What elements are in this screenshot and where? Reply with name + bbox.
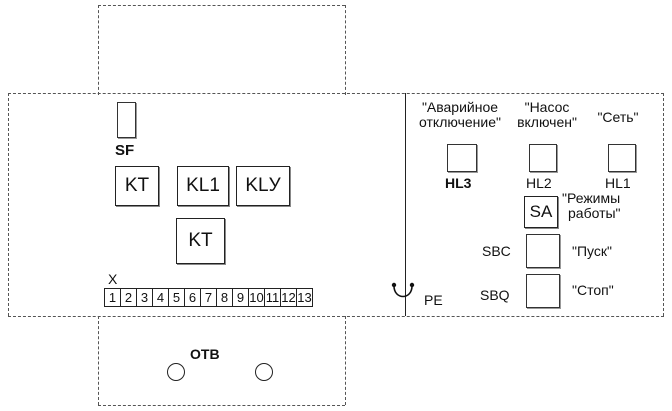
lamp-hl2 xyxy=(529,144,557,172)
lamp-hl3 xyxy=(447,144,477,172)
panel-left-edge xyxy=(8,93,9,316)
module-kt-2: KT xyxy=(176,218,225,264)
terminal-block-label: X xyxy=(108,271,118,287)
cabinet-top-right-edge xyxy=(345,5,346,95)
sf-label: SF xyxy=(115,142,135,159)
module-label: KLУ xyxy=(245,175,281,196)
terminal: 13 xyxy=(296,288,313,307)
switch-label: ОТВ xyxy=(190,346,220,362)
indicator-caption-mains: "Сеть" xyxy=(590,110,646,125)
lamp-hl1-label: HL1 xyxy=(605,175,631,191)
lamp-hl2-label: HL2 xyxy=(526,175,552,191)
module-label: KT xyxy=(188,230,213,251)
terminal: 12 xyxy=(280,288,297,307)
mounting-hole-right xyxy=(255,363,273,381)
cabinet-top-edge xyxy=(98,5,345,6)
panel-top-edge xyxy=(8,93,664,94)
terminal: 9 xyxy=(232,288,249,307)
panel-right-edge xyxy=(663,93,664,316)
button-sbq-label: SBQ xyxy=(480,287,510,303)
terminal: 2 xyxy=(120,288,137,307)
pe-label: PE xyxy=(424,292,443,308)
lamp-hl1 xyxy=(608,144,636,172)
module-label: KL1 xyxy=(186,175,220,196)
sf-breaker xyxy=(117,102,136,138)
terminal: 8 xyxy=(216,288,233,307)
terminal: 4 xyxy=(152,288,169,307)
terminal-block: 1 2 3 4 5 6 7 8 9 10 11 12 13 xyxy=(104,288,313,307)
module-kly: KLУ xyxy=(236,166,290,206)
module-kl1: KL1 xyxy=(177,166,229,206)
caption-line: включен" xyxy=(517,114,577,130)
caption-line: "Аварийное xyxy=(421,99,499,115)
module-label: KT xyxy=(124,175,150,196)
caption-line: "Режимы xyxy=(562,190,621,206)
caption-line: работы" xyxy=(568,205,621,221)
button-sbc-caption: "Пуск" xyxy=(572,243,612,259)
terminal: 6 xyxy=(184,288,201,307)
caption-line: "Насос xyxy=(524,99,570,115)
terminal: 1 xyxy=(104,288,121,307)
panel-bottom-edge xyxy=(8,316,664,317)
start-button-sbc xyxy=(526,234,560,268)
cabinet-bottom-left-edge xyxy=(98,316,99,405)
terminal: 7 xyxy=(200,288,217,307)
module-kt-1: KT xyxy=(115,166,159,206)
mode-selector-sa: SA xyxy=(524,196,558,228)
cabinet-bottom-edge xyxy=(98,405,345,406)
pe-ground-link-icon xyxy=(391,282,415,298)
selector-caption: "Режимы работы" xyxy=(562,191,642,221)
mounting-hole-left xyxy=(167,363,185,381)
selector-label: SA xyxy=(529,202,553,221)
indicator-caption-pump-on: "Насос включен" xyxy=(513,100,581,130)
stop-button-sbq xyxy=(526,274,560,308)
button-sbc-label: SBC xyxy=(482,243,511,259)
terminal: 10 xyxy=(248,288,265,307)
button-sbq-caption: "Стоп" xyxy=(572,282,614,298)
terminal: 5 xyxy=(168,288,185,307)
cabinet-bottom-right-edge xyxy=(345,316,346,405)
terminal: 11 xyxy=(264,288,281,307)
indicator-caption-emergency: "Аварийное отключение" xyxy=(408,100,512,130)
cabinet-top-left-edge xyxy=(98,5,99,95)
terminal: 3 xyxy=(136,288,153,307)
lamp-hl3-label: HL3 xyxy=(445,175,472,191)
caption-line: отключение" xyxy=(419,114,501,130)
caption-line: "Сеть" xyxy=(597,109,639,125)
door-divider xyxy=(405,93,406,316)
